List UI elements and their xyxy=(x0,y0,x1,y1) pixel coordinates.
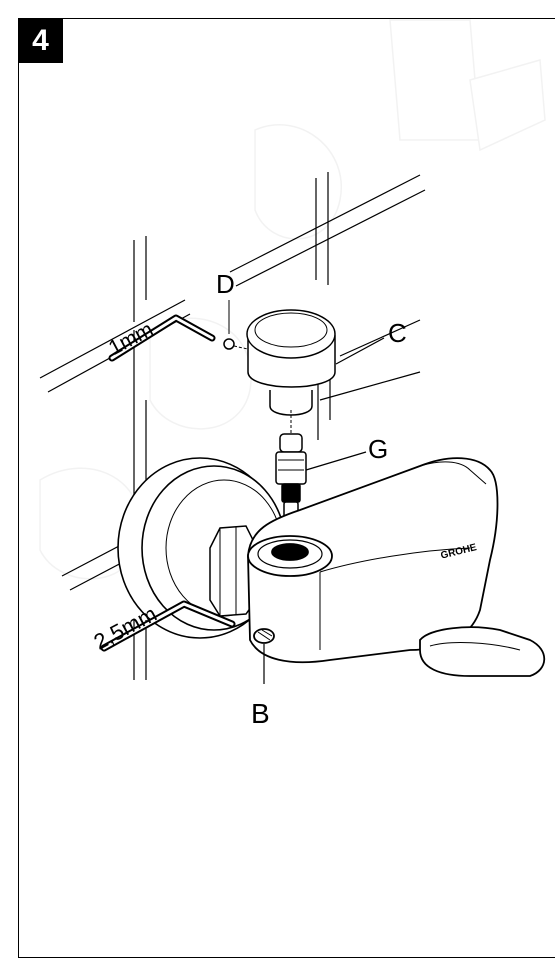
label-d: D xyxy=(216,269,235,299)
label-b: B xyxy=(251,698,270,729)
key-large-label: 2,5mm xyxy=(90,601,161,655)
label-g: G xyxy=(368,434,388,464)
watermark-shapes xyxy=(39,19,546,580)
mixer-body xyxy=(247,457,546,684)
wall-tile-grid xyxy=(39,172,426,680)
label-c: C xyxy=(388,318,407,348)
handle-cap-c: C xyxy=(246,309,407,416)
key-small-label: 1mm xyxy=(105,318,157,360)
step-number-badge: 4 xyxy=(18,18,63,63)
